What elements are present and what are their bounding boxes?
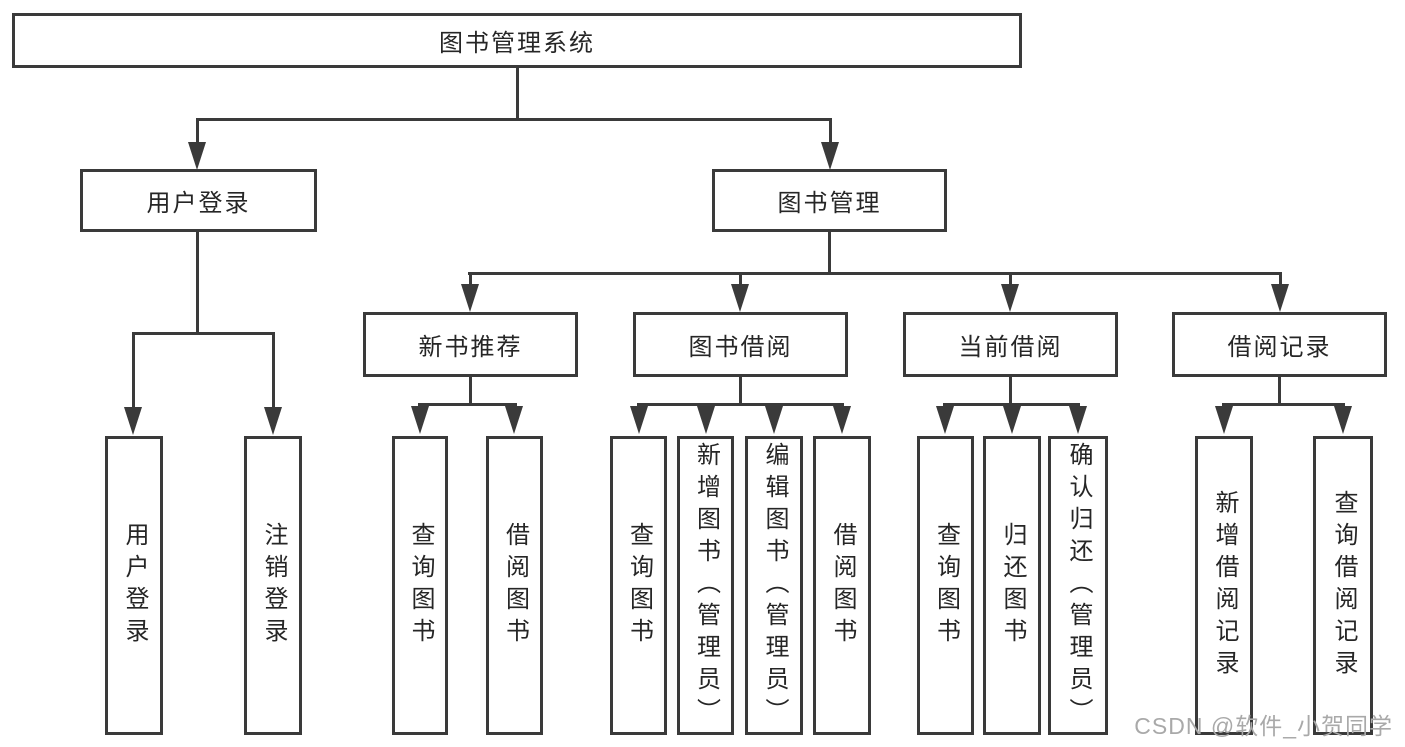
- leaf-confirm-return-admin: 确认归还（管理员）: [1048, 436, 1108, 735]
- leaf-logout: 注销登录: [244, 436, 302, 735]
- node-borrow-records: 借阅记录: [1172, 312, 1387, 377]
- arrow-down-icon: [765, 406, 783, 434]
- connector-line: [739, 377, 742, 406]
- leaf-query-books: 查询图书: [917, 436, 974, 735]
- watermark: CSDN @软件_小贺同学: [1134, 713, 1393, 739]
- node-user-login: 用户登录: [80, 169, 317, 232]
- arrow-down-icon: [1003, 406, 1021, 434]
- leaf-add-borrow-record: 新增借阅记录: [1195, 436, 1253, 735]
- arrow-down-icon: [411, 406, 429, 434]
- node-book-management: 图书管理: [712, 169, 947, 232]
- leaf-borrow-books: 借阅图书: [486, 436, 543, 735]
- connector-line: [1278, 377, 1281, 406]
- arrow-down-icon: [697, 406, 715, 434]
- leaf-label: 查询图书: [932, 521, 960, 650]
- arrow-down-icon: [630, 406, 648, 434]
- leaf-label: 新增借阅记录: [1211, 489, 1238, 682]
- leaf-edit-books-admin: 编辑图书（管理员）: [745, 436, 803, 735]
- leaf-return-books: 归还图书: [983, 436, 1041, 735]
- arrow-down-icon: [124, 407, 142, 435]
- leaf-label: 用户登录: [121, 521, 148, 650]
- connector-line: [132, 332, 135, 408]
- leaf-user-login: 用户登录: [105, 436, 163, 735]
- node-book-borrow: 图书借阅: [633, 312, 848, 377]
- connector-line: [516, 68, 519, 120]
- arrow-down-icon: [188, 142, 206, 170]
- leaf-label: 确认归还（管理员）: [1065, 441, 1092, 730]
- connector-line: [829, 118, 832, 146]
- arrow-down-icon: [1271, 284, 1289, 312]
- connector-line: [196, 118, 832, 121]
- connector-line: [196, 232, 199, 335]
- node-current-borrow: 当前借阅: [903, 312, 1118, 377]
- leaf-query-borrow-record: 查询借阅记录: [1313, 436, 1373, 735]
- arrow-down-icon: [264, 407, 282, 435]
- arrow-down-icon: [505, 406, 523, 434]
- node-root: 图书管理系统: [12, 13, 1022, 68]
- leaf-query-books: 查询图书: [392, 436, 448, 735]
- arrow-down-icon: [1215, 406, 1233, 434]
- connector-line: [468, 272, 1282, 275]
- connector-line: [196, 118, 199, 146]
- connector-line: [132, 332, 275, 335]
- leaf-borrow-books: 借阅图书: [813, 436, 871, 735]
- arrow-down-icon: [461, 284, 479, 312]
- connector-line: [637, 403, 844, 406]
- arrow-down-icon: [731, 284, 749, 312]
- arrow-down-icon: [1069, 406, 1087, 434]
- connector-line: [1222, 403, 1345, 406]
- leaf-label: 借阅图书: [829, 521, 856, 650]
- connector-line: [943, 403, 1080, 406]
- leaf-add-books-admin: 新增图书（管理员）: [677, 436, 734, 735]
- arrow-down-icon: [833, 406, 851, 434]
- arrow-down-icon: [936, 406, 954, 434]
- connector-line: [469, 272, 472, 286]
- leaf-label: 注销登录: [260, 521, 287, 650]
- arrow-down-icon: [821, 142, 839, 170]
- connector-line: [418, 403, 517, 406]
- node-new-book-recommend: 新书推荐: [363, 312, 578, 377]
- leaf-label: 查询图书: [625, 521, 653, 650]
- leaf-label: 编辑图书（管理员）: [761, 441, 788, 730]
- connector-line: [828, 232, 831, 275]
- connector-line: [739, 272, 742, 286]
- leaf-query-books: 查询图书: [610, 436, 667, 735]
- connector-line: [1279, 272, 1282, 286]
- connector-line: [469, 377, 472, 406]
- leaf-label: 归还图书: [999, 521, 1026, 650]
- leaf-label: 新增图书（管理员）: [692, 441, 720, 730]
- connector-line: [1009, 272, 1012, 286]
- leaf-label: 查询图书: [407, 521, 434, 650]
- connector-line: [1009, 377, 1012, 406]
- connector-line: [272, 332, 275, 408]
- leaf-label: 查询借阅记录: [1330, 489, 1357, 682]
- arrow-down-icon: [1001, 284, 1019, 312]
- leaf-label: 借阅图书: [501, 521, 529, 650]
- arrow-down-icon: [1334, 406, 1352, 434]
